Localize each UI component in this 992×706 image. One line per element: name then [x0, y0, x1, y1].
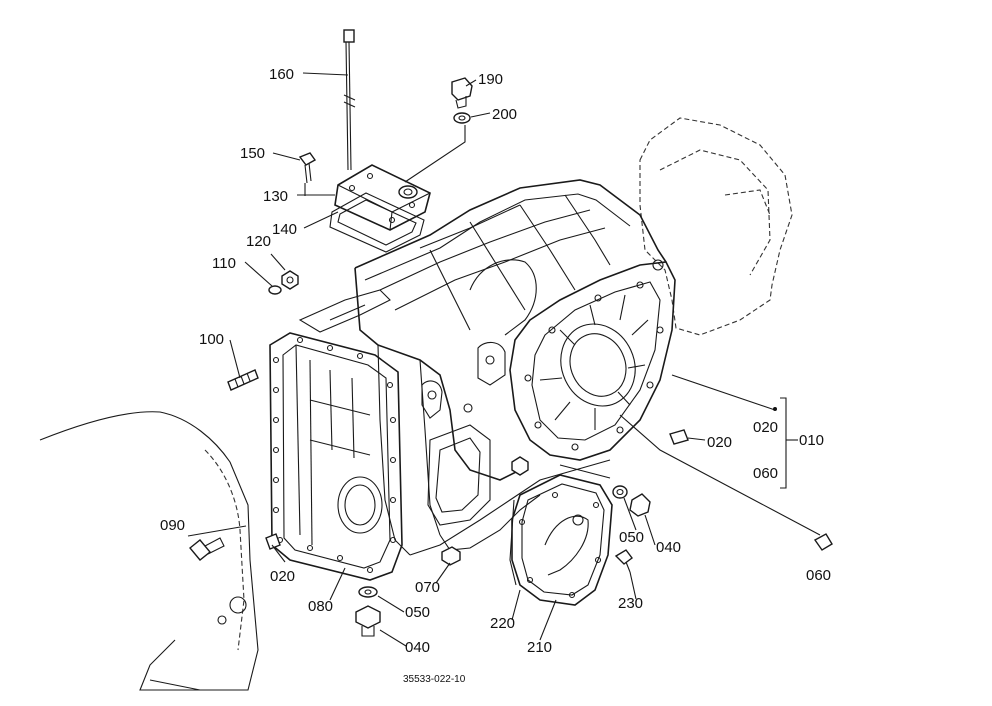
label-050-bottom: 050 — [405, 604, 430, 621]
transmission-case — [354, 179, 676, 556]
label-210: 210 — [527, 639, 552, 656]
part-labels: 160 190 200 150 130 140 120 110 100 090 … — [160, 66, 831, 656]
label-070: 070 — [415, 579, 440, 596]
label-200: 200 — [492, 106, 517, 123]
washer-050-bottom — [358, 586, 378, 598]
nut-120 — [281, 270, 299, 290]
plug-190 — [451, 77, 473, 109]
label-060: 060 — [806, 567, 831, 584]
side-cover — [509, 474, 613, 606]
label-220: 220 — [490, 615, 515, 632]
label-010: 010 — [799, 432, 824, 449]
label-130: 130 — [263, 188, 288, 205]
washer-200 — [453, 112, 471, 124]
washer-050-right — [612, 485, 628, 499]
label-120: 120 — [246, 233, 271, 250]
plug-060 — [813, 533, 833, 551]
dipstick — [343, 29, 356, 171]
washer-110 — [268, 285, 282, 295]
clutch-housing-right-outline — [639, 117, 793, 336]
plug-070 — [441, 546, 461, 566]
label-230: 230 — [618, 595, 643, 612]
top-cover-assembly — [329, 164, 431, 253]
case-nut — [511, 456, 529, 476]
label-160: 160 — [269, 66, 294, 83]
label-050-right: 050 — [619, 529, 644, 546]
label-150: 150 — [240, 145, 265, 162]
front-gasket-plate — [269, 289, 403, 581]
plug-040-right — [629, 493, 651, 517]
engine-housing-left-outline — [39, 411, 259, 691]
label-140: 140 — [272, 221, 297, 238]
pin-020-left — [265, 533, 281, 550]
plug-040-bottom — [355, 605, 381, 637]
stud-100 — [227, 369, 259, 391]
label-080: 080 — [308, 598, 333, 615]
label-110: 110 — [212, 255, 236, 272]
label-020-right: 020 — [707, 434, 732, 451]
label-100: 100 — [199, 331, 224, 348]
label-040-right: 040 — [656, 539, 681, 556]
bolt-150 — [298, 152, 317, 184]
label-020-group: 020 — [753, 419, 778, 436]
leader-lines — [187, 72, 821, 647]
label-020-left: 020 — [270, 568, 295, 585]
diagram-code: 35533-022-10 — [403, 674, 466, 685]
label-040-bottom: 040 — [405, 639, 430, 656]
bolt-230 — [614, 549, 633, 573]
label-090: 090 — [160, 517, 185, 534]
bolt-090 — [189, 537, 225, 561]
pin-020-right — [669, 429, 689, 445]
label-060-group: 060 — [753, 465, 778, 482]
label-190: 190 — [478, 71, 503, 88]
